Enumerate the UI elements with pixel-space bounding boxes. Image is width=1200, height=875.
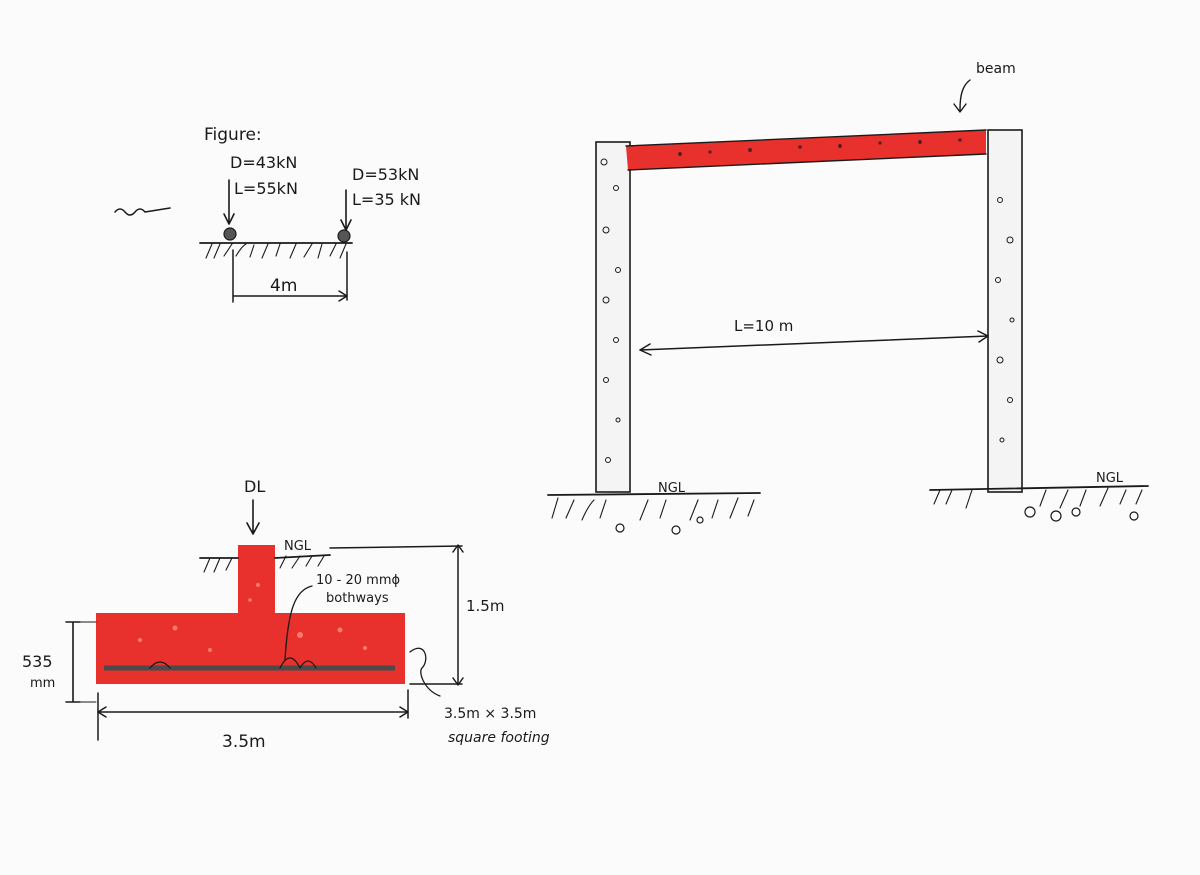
portal-frame: beam L=10 m NGL NGL	[547, 61, 1149, 535]
footing-concrete	[96, 545, 405, 684]
size-note-leader	[409, 647, 441, 697]
rebar-note-line-2: bothways	[326, 591, 389, 606]
footing-aggregate	[138, 583, 367, 652]
beam-label: beam	[976, 61, 1016, 77]
width-dimension	[97, 689, 409, 741]
right-dead-load: D=53kN	[352, 165, 419, 184]
figure-ground-hatch	[205, 243, 347, 259]
rebar-note-leader	[284, 585, 313, 661]
figure-title: Figure:	[204, 125, 262, 145]
span-label: 4m	[270, 276, 297, 296]
rebar-scribbles	[149, 657, 317, 669]
column-aggregate	[600, 158, 1015, 463]
left-column-dot	[223, 227, 237, 241]
size-note-line-1: 3.5m × 3.5m	[444, 706, 536, 722]
footing-load-label: DL	[244, 477, 265, 496]
left-load-arrow	[223, 213, 235, 225]
footing-load-arrow	[246, 499, 260, 535]
width-dimension-arrows	[97, 706, 409, 718]
left-column	[595, 141, 631, 493]
size-note-line-2: square footing	[448, 730, 550, 746]
beam-aggregate	[678, 138, 962, 156]
left-dead-load: D=43kN	[230, 153, 297, 172]
depth-dimension-arrows	[452, 544, 464, 686]
right-column	[987, 129, 1023, 493]
frame-ground-right	[929, 485, 1149, 491]
thickness-dimension	[65, 621, 81, 703]
depth-label: 1.5m	[466, 597, 504, 615]
right-live-load: L=35 kN	[352, 190, 421, 209]
right-column-dot	[337, 229, 351, 243]
frame-ground-left-hatch	[551, 497, 755, 521]
span-dimension	[232, 249, 348, 303]
footing-section: DL NGL 10 - 20 mmϕ bothways 1.5m 535 mm …	[22, 477, 550, 752]
footing-ngl-label: NGL	[284, 539, 312, 554]
frame-ngl-left: NGL	[658, 481, 686, 496]
frame-span-label: L=10 m	[734, 317, 793, 335]
thickness-extension	[79, 621, 97, 703]
thickness-unit: mm	[30, 676, 55, 691]
frame-ground-right-pebbles	[1024, 506, 1139, 522]
beam-label-arrow	[953, 79, 971, 113]
footing-ground-hatch	[203, 555, 325, 573]
span-dimension-arrow	[338, 290, 348, 302]
depth-dimension	[329, 545, 463, 685]
frame-ground-right-hatch	[933, 487, 1143, 509]
beam-outline	[625, 129, 987, 171]
frame-span-line	[639, 335, 989, 351]
left-live-load: L=55kN	[234, 179, 298, 198]
thickness-value: 535	[22, 652, 53, 671]
beam-concrete	[626, 130, 986, 170]
load-figure: Figure: D=43kN L=55kN D=53kN L=35 kN 4m	[114, 125, 421, 303]
frame-ngl-right: NGL	[1096, 471, 1124, 486]
frame-span-arrows	[639, 330, 989, 356]
frame-ground-left-pebbles	[615, 516, 704, 535]
rebar-note-line-1: 10 - 20 mmϕ	[316, 573, 400, 588]
squiggle-mark	[114, 207, 171, 216]
width-label: 3.5m	[222, 732, 266, 752]
frame-ground-left	[547, 492, 761, 496]
